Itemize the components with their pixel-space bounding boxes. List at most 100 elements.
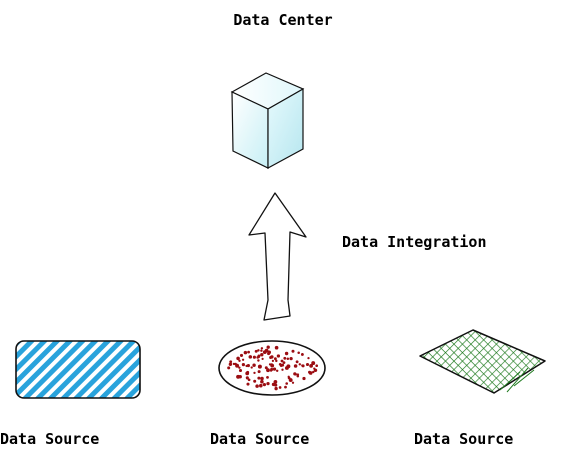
red-dot	[236, 374, 241, 379]
red-dot	[259, 383, 263, 388]
red-dot	[243, 350, 248, 355]
red-dot	[285, 382, 289, 385]
red-dot	[246, 382, 250, 386]
red-dot	[271, 359, 275, 363]
red-dot	[241, 363, 245, 367]
data-source-dotted-ellipse-icon	[218, 340, 326, 396]
red-dot	[254, 349, 258, 353]
red-dot	[248, 355, 253, 359]
red-dot	[238, 368, 243, 373]
red-dot	[262, 382, 267, 387]
red-dot	[255, 384, 259, 388]
red-dot	[239, 353, 244, 357]
red-dot	[245, 371, 250, 376]
red-dot	[282, 361, 286, 364]
data-source-striped-rect-icon	[15, 340, 141, 399]
red-dot	[275, 359, 278, 363]
red-dot	[297, 351, 300, 354]
data-center-cube-icon	[230, 72, 305, 170]
red-dot	[260, 376, 264, 381]
red-dot	[228, 362, 233, 367]
red-dot	[247, 378, 251, 382]
red-dot	[301, 364, 304, 367]
red-dot	[245, 376, 249, 380]
red-dot	[272, 367, 277, 371]
red-dot	[285, 366, 288, 369]
red-dot	[229, 360, 233, 364]
red-dot	[245, 364, 248, 368]
red-dot	[315, 364, 319, 368]
data-source-label-2: Data Source	[210, 430, 310, 448]
red-dot	[308, 371, 313, 375]
red-dot	[276, 354, 281, 358]
red-dot	[305, 362, 310, 367]
red-dot	[257, 349, 260, 352]
red-dot	[234, 362, 237, 366]
red-dot	[280, 359, 284, 363]
red-dot	[273, 380, 278, 384]
red-dot	[284, 385, 287, 389]
red-dot	[300, 353, 304, 356]
red-dot	[296, 374, 300, 378]
red-dot	[264, 366, 268, 370]
red-dot	[295, 360, 299, 364]
red-dot	[266, 345, 270, 349]
red-dot	[238, 359, 241, 362]
red-dot	[284, 351, 289, 356]
red-dot	[227, 366, 231, 370]
data-source-hatched-diamond-icon	[419, 329, 546, 394]
red-dot	[266, 376, 269, 379]
red-dot	[269, 356, 273, 359]
red-dot	[257, 359, 260, 362]
red-dot	[241, 358, 245, 361]
red-dot	[313, 367, 316, 370]
data-source-label-3: Data Source	[414, 430, 514, 448]
integration-arrow-icon	[248, 192, 307, 321]
red-dot	[252, 363, 256, 367]
data-source-label-1: Data Source	[0, 430, 100, 448]
red-dot	[283, 356, 287, 360]
red-dot	[267, 352, 271, 356]
red-dot	[287, 375, 290, 378]
red-dot	[309, 364, 313, 368]
red-dot	[264, 348, 269, 353]
red-dot	[307, 356, 310, 360]
red-dot	[266, 381, 270, 386]
red-dot	[253, 371, 256, 375]
red-dot	[278, 386, 282, 389]
red-dot	[247, 350, 250, 354]
red-dot	[238, 366, 241, 369]
red-dot	[274, 386, 278, 391]
red-dot	[293, 372, 297, 376]
red-dot	[302, 376, 306, 381]
data-center-title: Data Center	[233, 11, 333, 29]
red-dot	[274, 345, 279, 350]
red-dot	[298, 363, 301, 366]
red-dot	[261, 357, 264, 360]
red-dot	[252, 355, 256, 359]
red-dot	[289, 356, 293, 361]
red-dot	[281, 368, 284, 371]
red-dot	[266, 368, 270, 373]
red-dot	[270, 363, 274, 366]
red-dot	[257, 370, 261, 374]
red-dot	[286, 357, 290, 361]
red-dot	[260, 379, 264, 384]
red-dot	[260, 349, 263, 352]
red-dot	[271, 382, 276, 387]
red-dot	[257, 376, 261, 380]
red-dot	[256, 356, 260, 359]
red-dot	[236, 356, 240, 361]
red-dot	[293, 364, 298, 368]
red-dot	[291, 349, 295, 353]
red-dot	[253, 379, 257, 383]
data-integration-label: Data Integration	[342, 233, 487, 251]
red-dot	[275, 369, 279, 373]
red-dot	[291, 381, 295, 384]
red-dot	[250, 366, 253, 369]
red-dot	[281, 363, 285, 367]
red-dot	[260, 347, 264, 350]
red-dot	[288, 378, 293, 383]
red-dot	[257, 364, 262, 369]
